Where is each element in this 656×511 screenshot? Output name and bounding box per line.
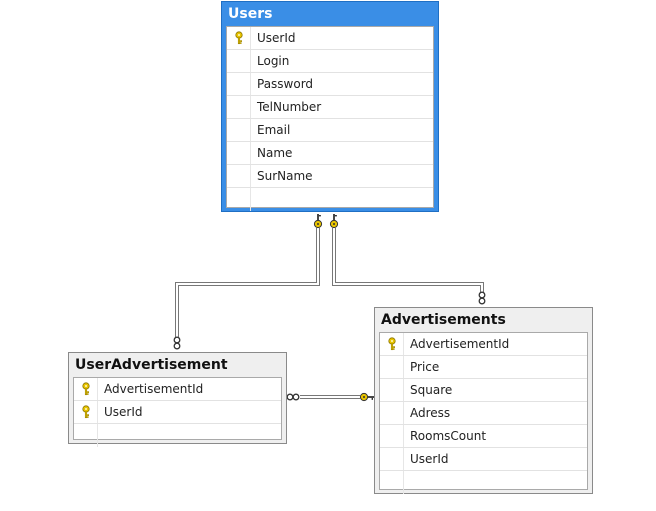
column-row[interactable]: Price bbox=[380, 356, 587, 379]
column-name: UserId bbox=[104, 405, 143, 419]
relationship-many-end-icon bbox=[286, 393, 300, 401]
relationship-key-end-icon bbox=[329, 214, 339, 229]
column-name: RoomsCount bbox=[410, 429, 487, 443]
table-title: Users bbox=[228, 6, 273, 22]
column-row[interactable]: Email bbox=[227, 119, 433, 142]
row-selector bbox=[380, 448, 404, 470]
column-row[interactable]: AdvertisementId bbox=[74, 378, 281, 401]
row-selector bbox=[380, 402, 404, 424]
row-selector bbox=[227, 50, 251, 72]
primary-key-icon bbox=[81, 382, 90, 396]
column-row[interactable]: RoomsCount bbox=[380, 425, 587, 448]
empty-row[interactable] bbox=[380, 471, 587, 494]
relationship-key-end-icon bbox=[313, 214, 323, 229]
column-row[interactable]: TelNumber bbox=[227, 96, 433, 119]
row-selector bbox=[380, 333, 404, 355]
empty-row[interactable] bbox=[74, 424, 281, 447]
primary-key-icon bbox=[387, 337, 396, 351]
column-name: Price bbox=[410, 360, 440, 374]
column-row[interactable]: UserId bbox=[227, 27, 433, 50]
relationship-many-end-icon bbox=[173, 336, 181, 350]
empty-row[interactable] bbox=[227, 188, 433, 211]
table-title: UserAdvertisement bbox=[75, 357, 228, 373]
column-name: TelNumber bbox=[257, 100, 322, 114]
row-selector bbox=[380, 379, 404, 401]
column-name: AdvertisementId bbox=[410, 337, 510, 351]
column-name: SurName bbox=[257, 169, 313, 183]
row-selector bbox=[380, 471, 404, 494]
column-name: Name bbox=[257, 146, 293, 160]
row-selector bbox=[380, 425, 404, 447]
table-title: Advertisements bbox=[381, 312, 506, 328]
primary-key-icon bbox=[81, 405, 90, 419]
column-row[interactable]: UserId bbox=[74, 401, 281, 424]
row-selector bbox=[380, 356, 404, 378]
column-name: UserId bbox=[257, 31, 296, 45]
relationship-key-end-icon bbox=[359, 392, 374, 402]
column-name: Login bbox=[257, 54, 290, 68]
row-selector bbox=[227, 73, 251, 95]
primary-key-icon bbox=[234, 31, 243, 45]
relationship-many-end-icon bbox=[478, 291, 486, 305]
column-name: Password bbox=[257, 77, 314, 91]
column-row[interactable]: Password bbox=[227, 73, 433, 96]
column-row[interactable]: Square bbox=[380, 379, 587, 402]
column-name: Adress bbox=[410, 406, 451, 420]
row-selector bbox=[74, 401, 98, 423]
relationship-line-inner bbox=[333, 228, 483, 294]
row-selector bbox=[74, 378, 98, 400]
column-name: Email bbox=[257, 123, 291, 137]
row-selector bbox=[227, 142, 251, 164]
row-selector bbox=[74, 424, 98, 447]
row-selector bbox=[227, 96, 251, 118]
column-name: UserId bbox=[410, 452, 449, 466]
column-row[interactable]: UserId bbox=[380, 448, 587, 471]
relationship-line-inner bbox=[176, 228, 319, 337]
column-row[interactable]: Name bbox=[227, 142, 433, 165]
column-name: Square bbox=[410, 383, 453, 397]
row-selector bbox=[227, 165, 251, 187]
column-row[interactable]: Login bbox=[227, 50, 433, 73]
column-row[interactable]: SurName bbox=[227, 165, 433, 188]
column-name: AdvertisementId bbox=[104, 382, 204, 396]
row-selector bbox=[227, 188, 251, 211]
relationship-line bbox=[175, 228, 320, 337]
row-selector bbox=[227, 27, 251, 49]
row-selector bbox=[227, 119, 251, 141]
column-row[interactable]: Adress bbox=[380, 402, 587, 425]
column-row[interactable]: AdvertisementId bbox=[380, 333, 587, 356]
